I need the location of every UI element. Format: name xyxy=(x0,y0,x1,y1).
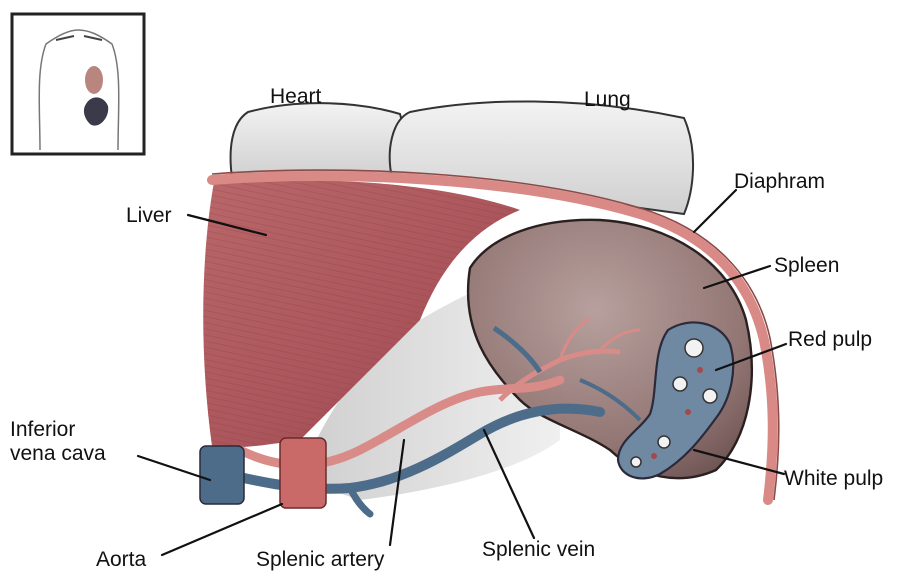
body-inset xyxy=(12,14,144,154)
label-splenic-artery: Splenic artery xyxy=(256,548,385,571)
label-diaphram: Diaphram xyxy=(734,170,825,193)
heart-shape xyxy=(231,103,405,180)
label-inferior-vena-cava-line2: vena cava xyxy=(10,442,106,465)
red-pulp-dot xyxy=(685,409,691,415)
label-spleen: Spleen xyxy=(774,254,839,277)
red-pulp-dot xyxy=(651,453,657,459)
white-pulp-nodule xyxy=(685,339,703,357)
label-liver: Liver xyxy=(126,204,172,227)
white-pulp-nodule xyxy=(673,377,687,391)
inferior-vena-cava xyxy=(200,446,244,504)
leader-inferior-vena-cava xyxy=(138,456,210,480)
label-lung: Lung xyxy=(584,88,631,111)
white-pulp-nodule xyxy=(631,457,641,467)
red-pulp-dot xyxy=(697,367,703,373)
leader-diaphram xyxy=(694,190,736,232)
white-pulp-nodule xyxy=(658,436,670,448)
inset-liver-mark xyxy=(85,66,103,94)
label-aorta: Aorta xyxy=(96,548,147,571)
label-inferior-vena-cava-line1: Inferior xyxy=(10,418,75,441)
white-pulp-nodule xyxy=(703,389,717,403)
label-heart: Heart xyxy=(270,85,322,108)
label-splenic-vein: Splenic vein xyxy=(482,538,595,561)
aorta xyxy=(280,438,326,508)
label-white-pulp: White pulp xyxy=(784,467,883,490)
label-red-pulp: Red pulp xyxy=(788,328,872,351)
